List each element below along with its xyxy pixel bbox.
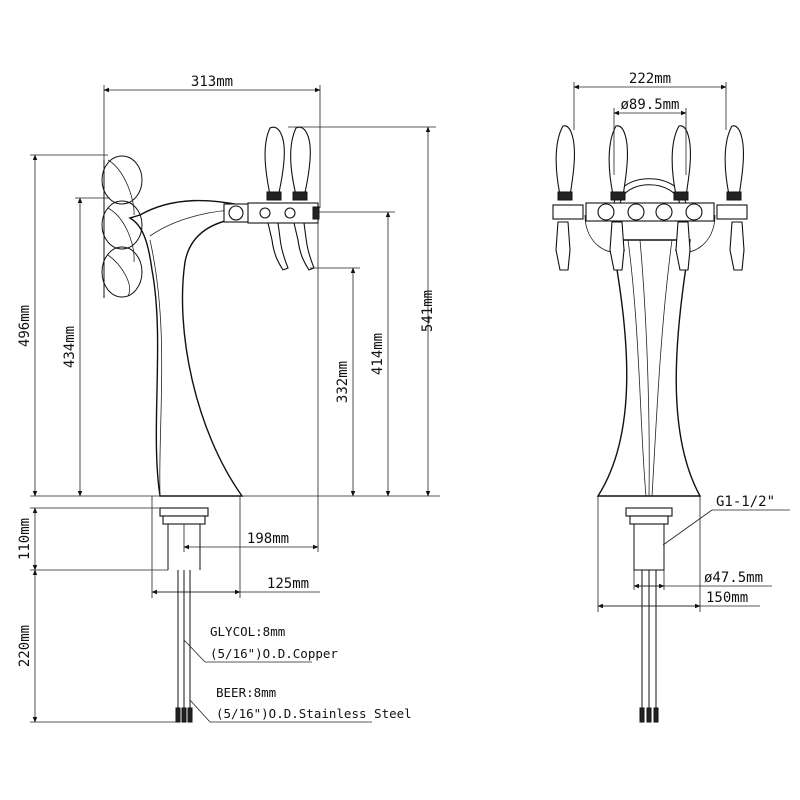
shank-front xyxy=(625,507,673,723)
manifold-front xyxy=(552,202,748,222)
note-glycol-material: (5/16")O.D.Copper xyxy=(210,646,338,661)
tower-body-front xyxy=(584,178,716,497)
shank-side xyxy=(159,507,209,723)
dim-shank-height: 110mm xyxy=(17,518,33,560)
front-dimension-lines xyxy=(573,82,790,612)
dim-reach: 198mm xyxy=(247,531,289,547)
dim-total-height: 541mm xyxy=(420,290,436,332)
dim-base-depth: 125mm xyxy=(267,576,309,592)
dim-tap-span: 222mm xyxy=(629,71,671,87)
label-thread: G1-1/2" xyxy=(716,494,775,510)
dim-shank-diameter: ø47.5mm xyxy=(704,570,763,586)
dim-spout-height: 332mm xyxy=(335,361,351,403)
note-beer-size: BEER:8mm xyxy=(216,685,276,700)
tower-body-side xyxy=(128,199,244,497)
decorative-crown-side xyxy=(101,155,143,298)
dim-height-front: 434mm xyxy=(62,326,78,368)
dim-height-outer: 496mm xyxy=(17,305,33,347)
note-beer-material: (5/16")O.D.Stainless Steel xyxy=(216,706,412,721)
dim-line-length: 220mm xyxy=(17,625,33,667)
dim-total-width: 313mm xyxy=(191,74,233,90)
tap-handles-front xyxy=(555,125,745,271)
tap-connector-side xyxy=(223,202,320,224)
dim-base-width: 150mm xyxy=(706,590,748,606)
dim-tap-height: 414mm xyxy=(370,333,386,375)
side-view: 313mm 496mm 434mm 332mm 414mm 541mm 110m… xyxy=(17,74,440,723)
tap-handles-side xyxy=(264,126,315,271)
front-view: 222mm ø89.5mm G1-1/2" ø47.5mm 150mm xyxy=(552,71,790,723)
note-glycol-size: GLYCOL:8mm xyxy=(210,624,285,639)
dim-crown-diameter: ø89.5mm xyxy=(620,97,679,113)
side-dimension-lines xyxy=(30,85,440,723)
